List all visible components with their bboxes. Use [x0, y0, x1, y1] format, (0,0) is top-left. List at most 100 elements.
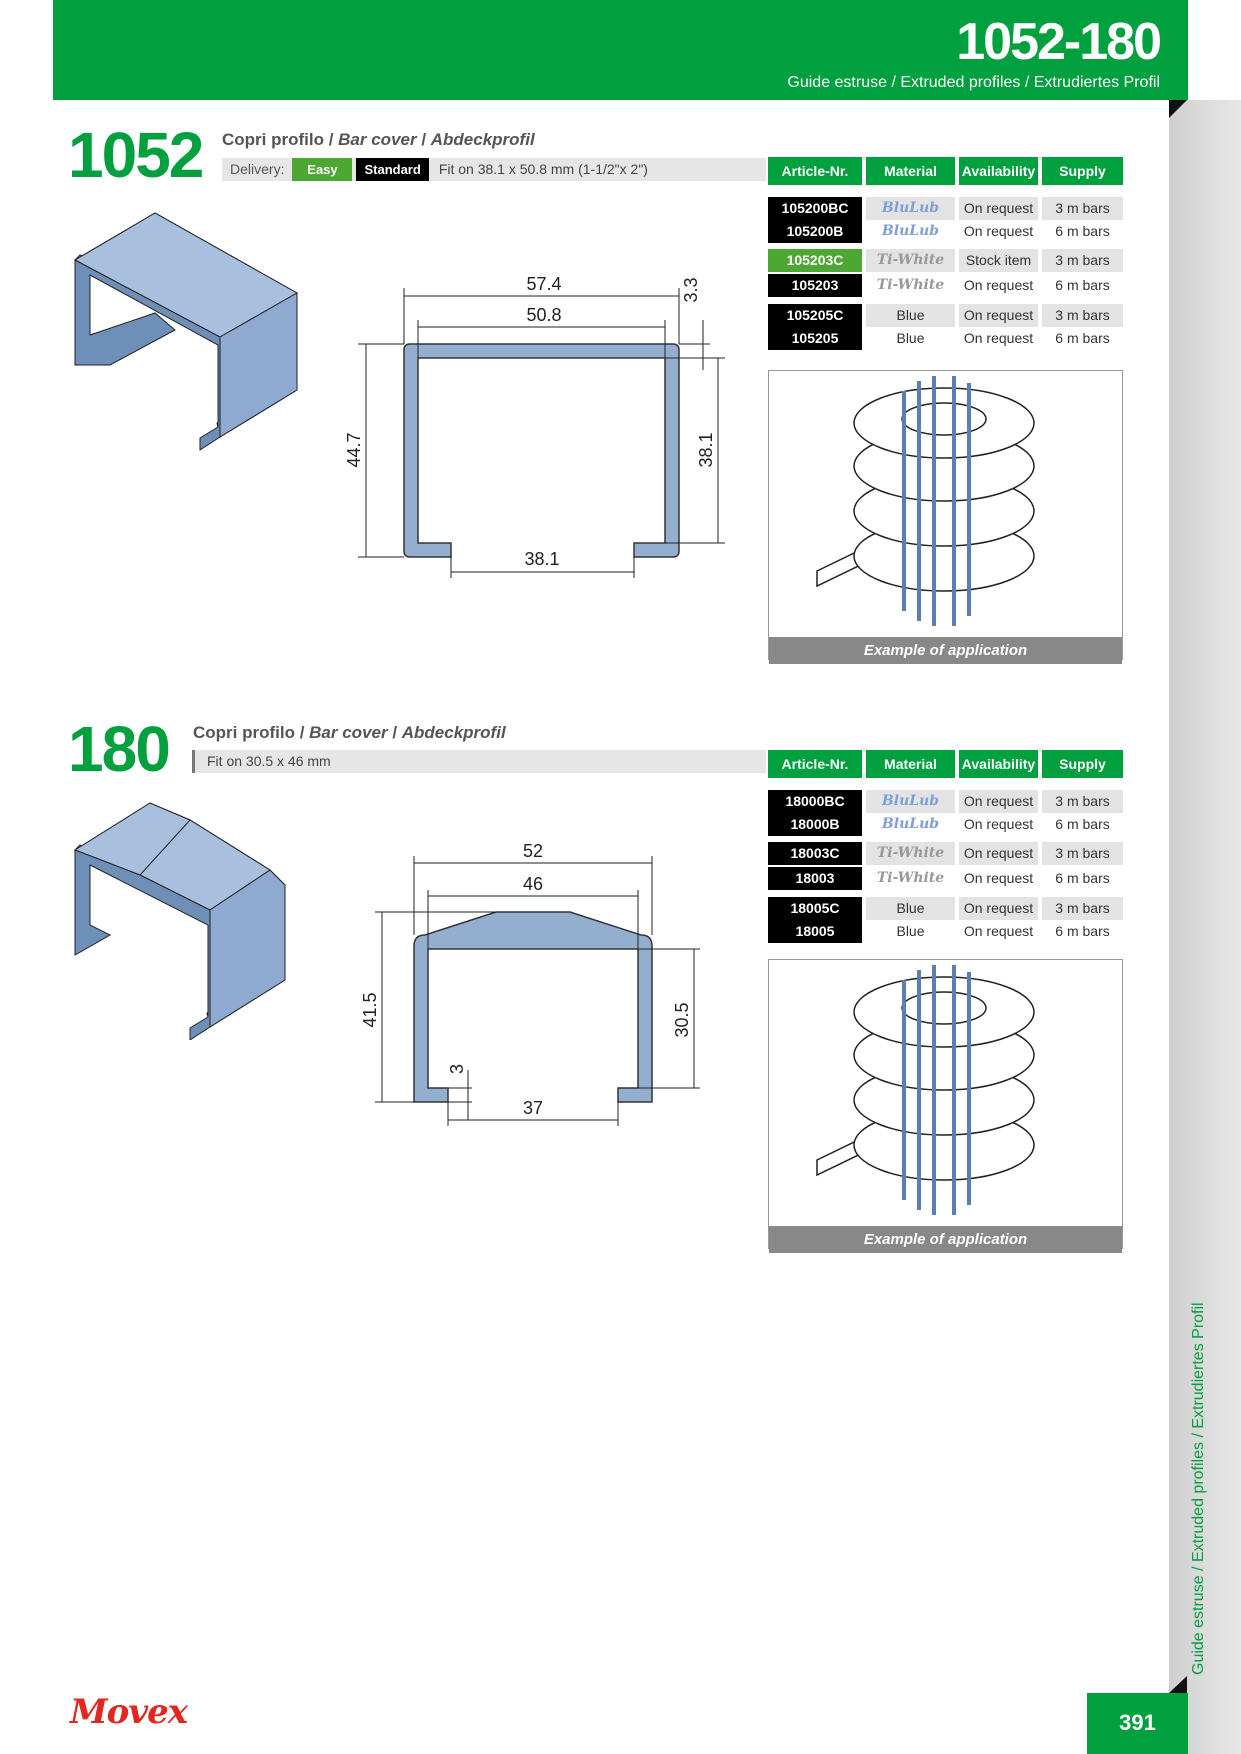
application-illustration: [816, 376, 1035, 626]
column-header: Availability: [959, 157, 1038, 185]
article-number: 18003C: [768, 842, 862, 865]
application-image-1052: Example of application: [768, 370, 1123, 664]
availability: On request: [959, 304, 1038, 327]
fit-bar: Fit on 30.5 x 46 mm: [192, 750, 766, 773]
dim-inner-width: 46: [523, 874, 543, 894]
profile-drawing-1052: 57.4 50.8 44.7 38.1 3.3 38.1: [344, 274, 725, 578]
article-number: 18005C: [768, 897, 862, 920]
dim-height: 44.7: [344, 432, 364, 467]
article-number: 105203C: [768, 249, 862, 272]
material: BluLub: [866, 197, 955, 220]
profile-section: [413, 911, 653, 1103]
supply: 3 m bars: [1042, 842, 1123, 865]
product-title: Copri profilo / Bar cover / Abdeckprofil: [193, 723, 506, 742]
availability: On request: [963, 330, 1034, 346]
supply: 3 m bars: [1042, 897, 1123, 920]
dim-inner-height: 30.5: [672, 1002, 692, 1037]
delivery-easy-badge: Easy: [292, 158, 353, 181]
material: Blue: [866, 897, 955, 920]
availability: On request: [963, 223, 1034, 239]
dim-lip: 3: [447, 1064, 467, 1074]
availability: On request: [963, 870, 1034, 886]
article-number: 105200B: [768, 220, 862, 243]
corner-triangle: [1169, 100, 1187, 118]
title-it: Copri profilo: [222, 130, 324, 149]
application-image-180: Example of application: [768, 959, 1123, 1253]
article-number: 105205: [768, 327, 862, 350]
availability: On request: [963, 277, 1034, 293]
column-header: Supply: [1042, 157, 1123, 185]
column-header: Availability: [959, 750, 1038, 778]
title-de: Abdeckprofil: [401, 723, 506, 742]
delivery-standard-badge: Standard: [356, 158, 429, 181]
availability: On request: [959, 790, 1038, 813]
supply: 3 m bars: [1042, 304, 1123, 327]
supply: 3 m bars: [1042, 249, 1123, 272]
supply: 6 m bars: [1055, 223, 1110, 239]
column-header: Material: [866, 157, 955, 185]
material: BluLub: [881, 816, 940, 832]
page-number: 391: [1087, 1693, 1188, 1754]
header-banner: 1052-180 Guide estruse / Extruded profil…: [53, 0, 1188, 100]
availability: On request: [963, 816, 1034, 832]
supply: 6 m bars: [1055, 816, 1110, 832]
image-caption: Example of application: [769, 1226, 1122, 1253]
column-header: Material: [866, 750, 955, 778]
image-caption: Example of application: [769, 637, 1122, 664]
dim-outer-width: 52: [523, 841, 543, 861]
article-number: 18000BC: [768, 790, 862, 813]
column-header: Article-Nr.: [768, 750, 862, 778]
material: Ti-White: [866, 249, 955, 272]
application-illustration: [816, 965, 1035, 1215]
dim-height: 41.5: [360, 992, 380, 1027]
material: Blue: [866, 304, 955, 327]
product-number: 180: [68, 713, 171, 785]
product-number: 1052: [68, 119, 204, 191]
title-de: Abdeckprofil: [430, 130, 535, 149]
title-en: Bar cover: [338, 130, 417, 149]
delivery-label: Delivery:: [230, 161, 285, 177]
side-tab: [1169, 100, 1241, 1754]
title-en: Bar cover: [309, 723, 388, 742]
supply: 6 m bars: [1055, 870, 1110, 886]
article-number: 105205C: [768, 304, 862, 327]
article-number: 18005: [768, 920, 862, 943]
availability: Stock item: [959, 249, 1038, 272]
page-title: 1052-180: [956, 13, 1162, 71]
dim-inner-width: 50.8: [526, 305, 561, 325]
material: Ti-White: [866, 842, 955, 865]
profile-section: [403, 343, 680, 558]
dim-thickness: 3.3: [681, 277, 701, 302]
material: Ti-White: [876, 870, 945, 886]
article-number: 105203: [768, 274, 862, 297]
fit-text: Fit on 38.1 x 50.8 mm (1-1/2"x 2"): [438, 161, 648, 177]
movex-logo: Movex: [70, 1692, 188, 1732]
dim-inner-height: 38.1: [696, 432, 716, 467]
supply: 6 m bars: [1055, 277, 1110, 293]
supply: 6 m bars: [1055, 923, 1110, 939]
profile-drawing-180: 52 46 41.5 30.5 3 37: [360, 841, 700, 1126]
profile-3d-180: [73, 802, 286, 1040]
material: BluLub: [881, 223, 940, 239]
title-it: Copri profilo: [193, 723, 295, 742]
article-number: 18000B: [768, 813, 862, 836]
availability: On request: [959, 897, 1038, 920]
fit-text: Fit on 30.5 x 46 mm: [207, 753, 331, 769]
supply: 6 m bars: [1055, 330, 1110, 346]
material: BluLub: [866, 790, 955, 813]
supply: 3 m bars: [1042, 790, 1123, 813]
article-number: 105200BC: [768, 197, 862, 220]
material: Blue: [896, 330, 925, 346]
side-label: Guide estruse / Extruded profiles / Extr…: [1190, 1302, 1207, 1675]
page-subtitle: Guide estruse / Extruded profiles / Extr…: [787, 74, 1160, 91]
availability: On request: [963, 923, 1034, 939]
article-number: 18003: [768, 867, 862, 890]
dim-outer-width: 57.4: [526, 274, 561, 294]
dim-opening: 37: [523, 1098, 543, 1118]
corner-triangle: [1169, 1676, 1187, 1693]
column-header: Supply: [1042, 750, 1123, 778]
availability: On request: [959, 842, 1038, 865]
availability: On request: [959, 197, 1038, 220]
supply: 3 m bars: [1042, 197, 1123, 220]
